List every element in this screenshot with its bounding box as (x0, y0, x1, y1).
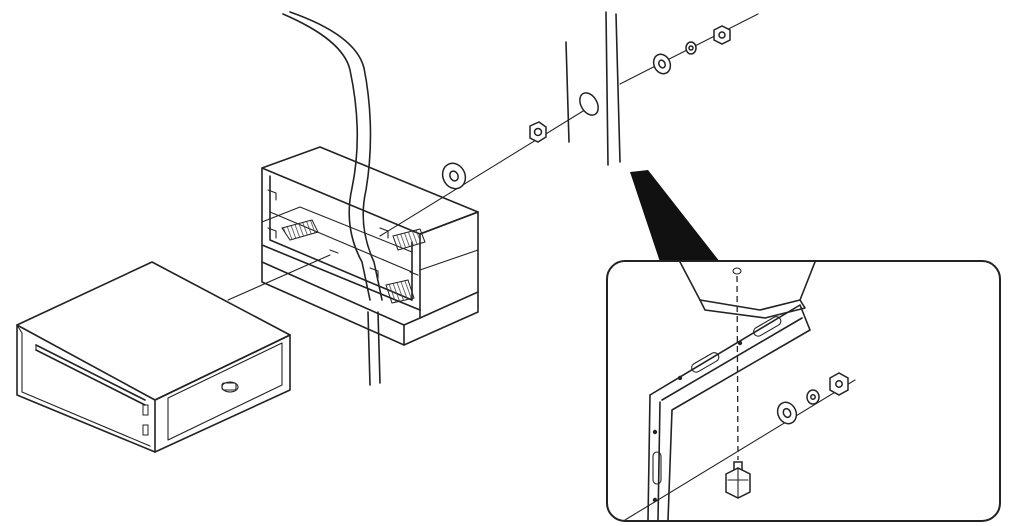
mounting-sleeve (261, 146, 479, 346)
rear-washer (652, 53, 672, 75)
mounting-bolt (725, 461, 751, 499)
spring-washer (685, 41, 697, 55)
wiring-harness (282, 11, 383, 386)
head-unit (16, 261, 291, 453)
rear-hex-nut (713, 25, 731, 45)
detail-pointer (630, 170, 720, 262)
bolt-axis-line (379, 107, 589, 237)
washer (441, 162, 467, 190)
hex-nut (529, 121, 547, 143)
rear-support-detail-inset (606, 260, 1001, 522)
dashboard-panel (565, 11, 621, 166)
alignment-line (227, 254, 331, 301)
